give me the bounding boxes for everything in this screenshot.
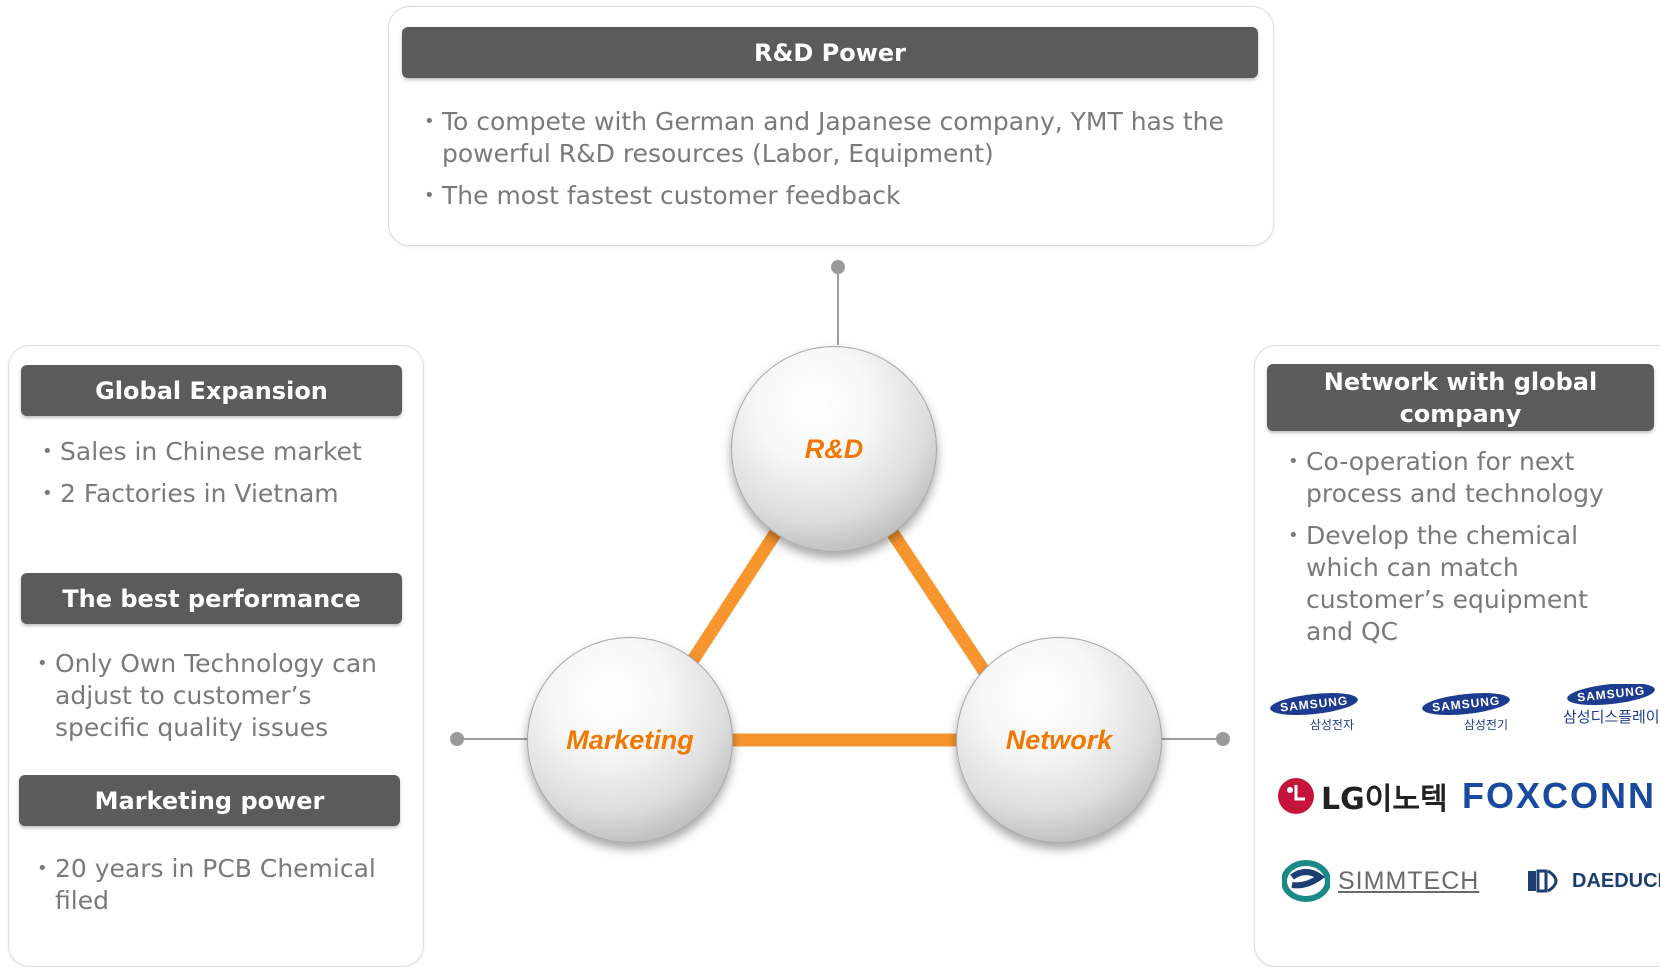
list-item: To compete with German and Japanese comp… bbox=[424, 106, 1244, 170]
list-item: Develop the chemical which can match cus… bbox=[1288, 520, 1640, 648]
list-item: Sales in Chinese market bbox=[42, 436, 402, 468]
samsung-sub: 삼성전기 bbox=[1463, 718, 1508, 732]
samsung-sub: 삼성디스플레이 bbox=[1563, 708, 1659, 726]
foxconn-logo: FOXCONN bbox=[1462, 774, 1660, 818]
network-node: Network bbox=[956, 637, 1162, 843]
rd-power-bullets: To compete with German and Japanese comp… bbox=[424, 106, 1244, 222]
samsung-electronics-logo: SAMSUNG 삼성전자 bbox=[1269, 689, 1360, 733]
list-item: 20 years in PCB Chemical filed bbox=[37, 853, 387, 917]
marketing-power-bullets: 20 years in PCB Chemical filed bbox=[37, 853, 387, 927]
global-expansion-bullets: Sales in Chinese market 2 Factories in V… bbox=[42, 436, 402, 520]
simmtech-text: SIMMTECH bbox=[1338, 866, 1480, 895]
samsung-sub: 삼성전자 bbox=[1309, 718, 1354, 732]
marketing-connector-dot bbox=[450, 732, 464, 746]
marketing-power-header: Marketing power bbox=[19, 775, 400, 826]
lg-innotek-logo: LG이노텍 bbox=[1277, 774, 1448, 818]
list-item: Co-operation for next process and techno… bbox=[1288, 446, 1640, 510]
samsung-electro-mechanics-logo: SAMSUNG 삼성전기 bbox=[1421, 689, 1512, 733]
simmtech-logo: SIMMTECH bbox=[1282, 858, 1479, 904]
marketing-node: Marketing bbox=[527, 637, 733, 843]
list-item: The most fastest customer feedback bbox=[424, 180, 1244, 212]
samsung-display-logo: SAMSUNG 삼성디스플레이 bbox=[1563, 684, 1659, 727]
rd-power-header: R&D Power bbox=[402, 27, 1258, 78]
rd-node-label: R&D bbox=[804, 433, 864, 464]
network-connector-dot bbox=[1216, 732, 1230, 746]
daeduck-text: DAEDUCK bbox=[1572, 869, 1660, 892]
simmtech-mark-icon bbox=[1282, 860, 1330, 902]
best-performance-header: The best performance bbox=[21, 573, 402, 624]
network-bullets: Co-operation for next process and techno… bbox=[1288, 446, 1640, 658]
daeduck-mark-icon bbox=[1528, 869, 1558, 893]
triangle-edge-rd-network bbox=[878, 516, 996, 684]
lg-innotek-text: LG이노텍 bbox=[1321, 782, 1448, 817]
list-item: 2 Factories in Vietnam bbox=[42, 478, 402, 510]
lg-face-icon bbox=[1278, 778, 1314, 814]
best-performance-bullets: Only Own Technology can adjust to custom… bbox=[37, 648, 387, 754]
network-header: Network with global company bbox=[1267, 364, 1654, 431]
samsung-brand: SAMSUNG bbox=[1421, 689, 1512, 719]
triangle-edge-rd-marketing bbox=[674, 516, 790, 684]
list-item: Only Own Technology can adjust to custom… bbox=[37, 648, 387, 744]
rd-connector-dot bbox=[831, 260, 845, 274]
network-node-label: Network bbox=[1005, 724, 1113, 755]
rd-node: R&D bbox=[731, 346, 937, 552]
daeduck-logo: DAEDUCK bbox=[1526, 864, 1660, 898]
samsung-brand: SAMSUNG bbox=[1269, 689, 1360, 719]
samsung-brand: SAMSUNG bbox=[1566, 684, 1656, 709]
marketing-node-label: Marketing bbox=[566, 724, 694, 755]
foxconn-text: FOXCONN bbox=[1462, 775, 1656, 816]
global-expansion-header: Global Expansion bbox=[21, 365, 402, 416]
